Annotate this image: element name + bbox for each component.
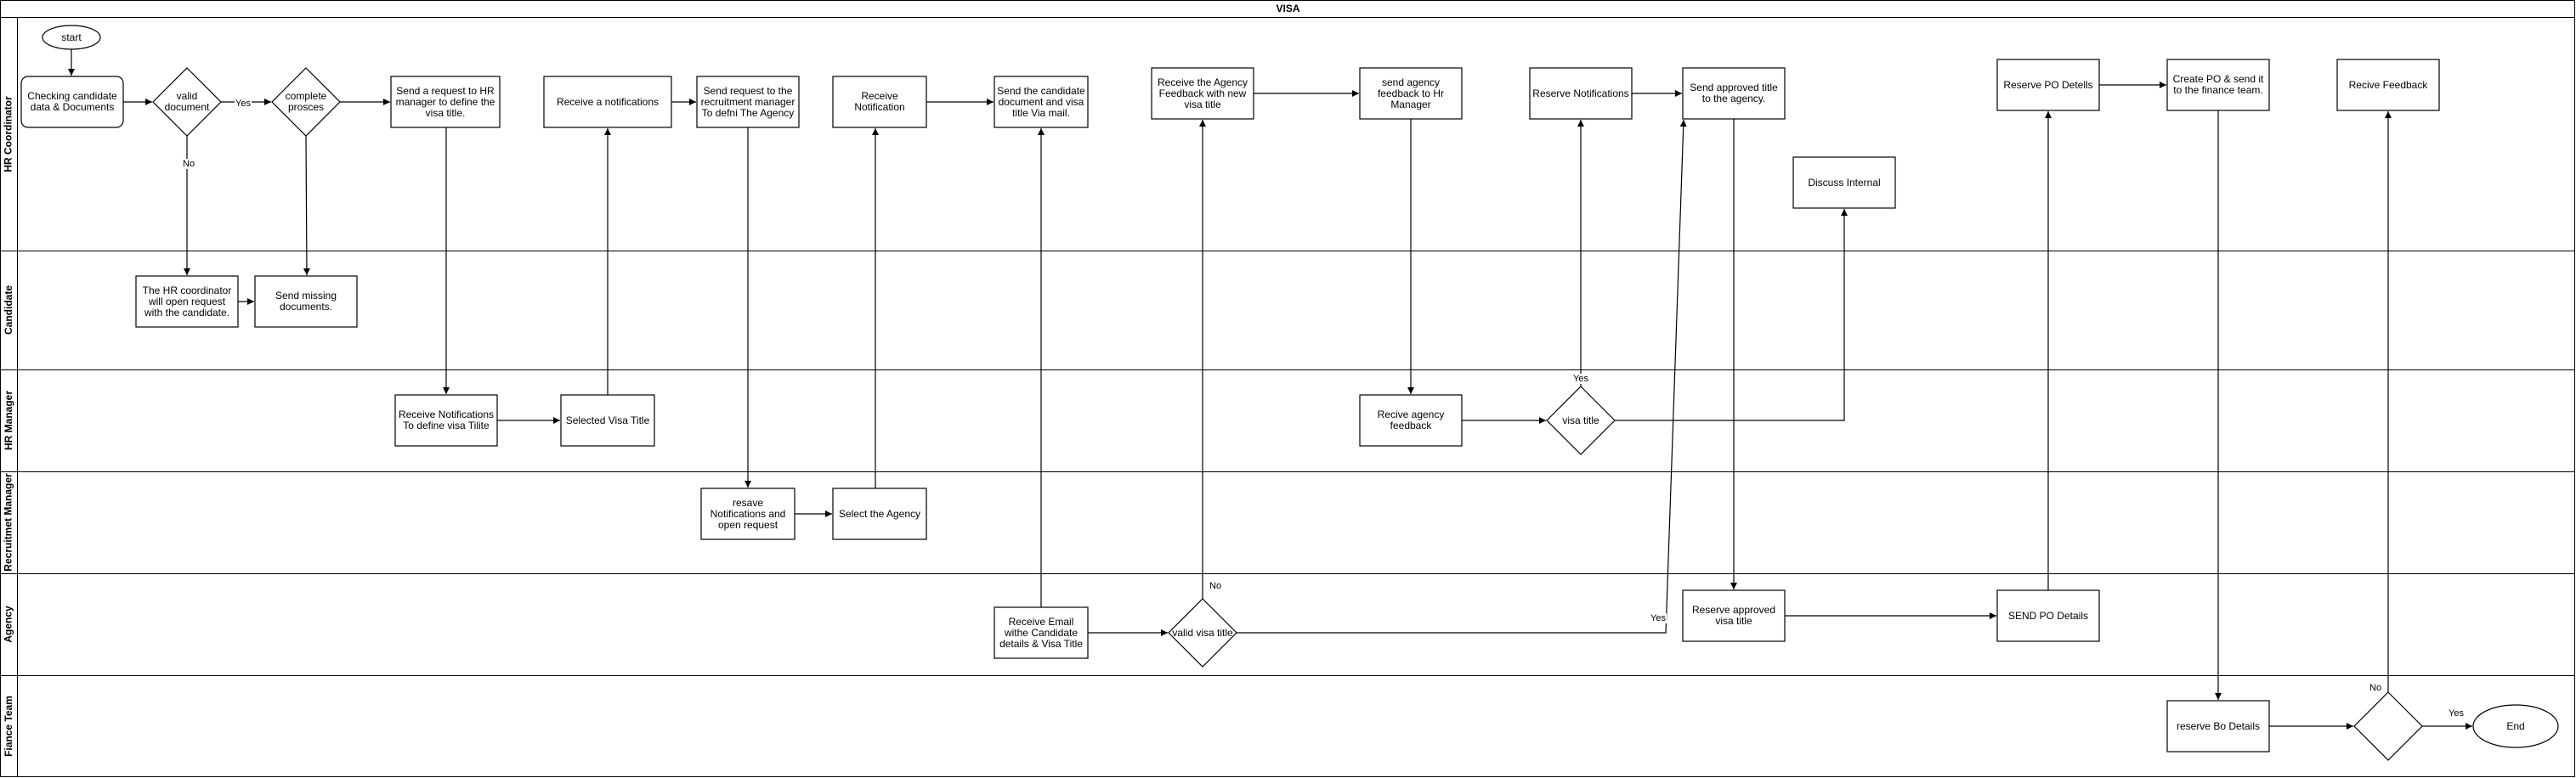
- node-send-agency-fb: send agency feedback to Hr Manager: [1377, 76, 1445, 110]
- hr-open-request-shape: [135, 275, 239, 328]
- visa-title-shape: [1546, 386, 1616, 455]
- lane-candidate-label: Candidate: [3, 285, 15, 335]
- diagram-title: VISA: [1276, 3, 1300, 14]
- edge-complete-missing: [303, 135, 310, 276]
- node-valid-visa: valid visa title: [1172, 626, 1233, 639]
- lane-finance-team-label: Fiance Team: [3, 696, 14, 757]
- send-candidate-doc-shape: [994, 76, 1089, 128]
- diagram-edges: [68, 49, 2472, 730]
- node-reserve-po: Reserve PO Detells: [2003, 78, 2093, 91]
- selected-visa-shape: [560, 394, 655, 447]
- send-req-rec-shape: [696, 76, 800, 128]
- node-selected-visa: Selected Visa Title: [565, 414, 650, 426]
- send-agency-fb-shape: [1359, 67, 1463, 120]
- select-agency-shape: [832, 488, 927, 540]
- node-resave-notif: resave Notifications and open request: [710, 496, 786, 531]
- diagram-shapes: [20, 25, 2559, 761]
- send-po-shape: [1996, 589, 2100, 642]
- reserve-po-shape: [1996, 59, 2100, 111]
- edge-label-yes-complete: Yes: [235, 99, 252, 109]
- edge-label-yes-finance: Yes: [2448, 708, 2465, 719]
- edge-validvisa-sendapproved: [1237, 119, 1687, 634]
- lane-hr-manager-label: HR Manager: [3, 390, 15, 451]
- node-reserve-notifs: Reserve Notifications: [1532, 87, 1629, 99]
- node-checking: Checking candidate data & Documents: [27, 90, 117, 113]
- valid-visa-shape: [1168, 598, 1237, 668]
- edge-visatitle-discuss: [1615, 209, 1848, 421]
- reserve-approved-shape: [1682, 589, 1786, 642]
- lane-hr-coordinator-label: HR Coordinator: [3, 95, 15, 172]
- lane-hr-manager: HR Manager: [0, 369, 17, 471]
- discuss-shape: [1792, 156, 1896, 209]
- node-send-req-rec: Send request to the recruitment manager …: [700, 84, 795, 119]
- edge-label-yes-hr-visa: Yes: [1572, 374, 1589, 384]
- lane-finance-team: Fiance Team: [0, 675, 17, 777]
- node-create-po: Create PO & send it to the finance team.: [2172, 73, 2264, 96]
- lane-recruitment-manager-label: Recruitmet Manager: [3, 473, 14, 572]
- finance-decision-shape: [2353, 691, 2423, 761]
- node-receive-notif: Receive a notifications: [556, 95, 660, 108]
- node-receive-notification: Receive Notification: [854, 90, 905, 113]
- recive-feedback-shape: [2336, 59, 2440, 111]
- lane-agency-label: Agency: [3, 606, 15, 643]
- node-receive-notif-define: Receive Notifications To define visa Til…: [398, 409, 495, 431]
- node-recive-feedback: Recive Feedback: [2348, 78, 2428, 91]
- receive-notif-define-shape: [394, 394, 498, 447]
- edge-label-no-finance: No: [2369, 683, 2383, 693]
- lane-agency: Agency: [0, 573, 17, 675]
- node-valid-doc: valid document: [164, 90, 210, 113]
- node-reserve-bo: reserve Bo Details: [2176, 719, 2261, 732]
- node-send-approved: Send approved title to the agency.: [1690, 82, 1778, 104]
- node-recive-agency-fb: Recive agency feedback: [1377, 409, 1445, 431]
- receive-email-shape: [994, 606, 1089, 659]
- send-approved-shape: [1682, 67, 1786, 120]
- receive-notif-shape: [543, 76, 672, 128]
- lane-recruitment-manager: Recruitmet Manager: [0, 471, 17, 573]
- node-hr-open-request: The HR coordinator will open request wit…: [142, 284, 232, 319]
- resave-notif-shape: [700, 488, 795, 540]
- edge-label-yes-valid-visa: Yes: [1650, 613, 1667, 623]
- node-reserve-approved: Reserve approved visa title: [1691, 604, 1776, 627]
- send-missing-shape: [254, 275, 358, 328]
- reserve-notifs-shape: [1529, 67, 1633, 120]
- edge-label-no-valid-doc: No: [182, 159, 196, 169]
- node-send-req-hr: Send a request to HR manager to define t…: [395, 84, 495, 119]
- node-send-missing: Send missing documents.: [275, 290, 337, 313]
- node-send-po: SEND PO Details: [2007, 609, 2089, 622]
- send-req-hr-shape: [390, 76, 501, 128]
- node-discuss: Discuss Internal: [1808, 176, 1881, 189]
- node-receive-email: Receive Email withe Candidate details & …: [999, 615, 1083, 650]
- node-visa-title: visa title: [1562, 414, 1599, 426]
- node-select-agency: Select the Agency: [838, 507, 921, 520]
- node-start: start: [61, 31, 82, 43]
- receive-agency-fb-shape: [1151, 67, 1254, 120]
- edge-label-no-valid-visa: No: [1209, 581, 1223, 591]
- node-end: End: [2506, 719, 2525, 732]
- end-shape: [2472, 704, 2559, 748]
- node-receive-agency-fb: Receive the Agency Feedback with new vis…: [1157, 76, 1248, 110]
- node-complete: complete prosces: [285, 90, 327, 113]
- lane-candidate: Candidate: [0, 251, 17, 369]
- node-send-candidate-doc: Send the candidate document and visa tit…: [997, 84, 1085, 119]
- lane-hr-coordinator: HR Coordinator: [0, 17, 17, 251]
